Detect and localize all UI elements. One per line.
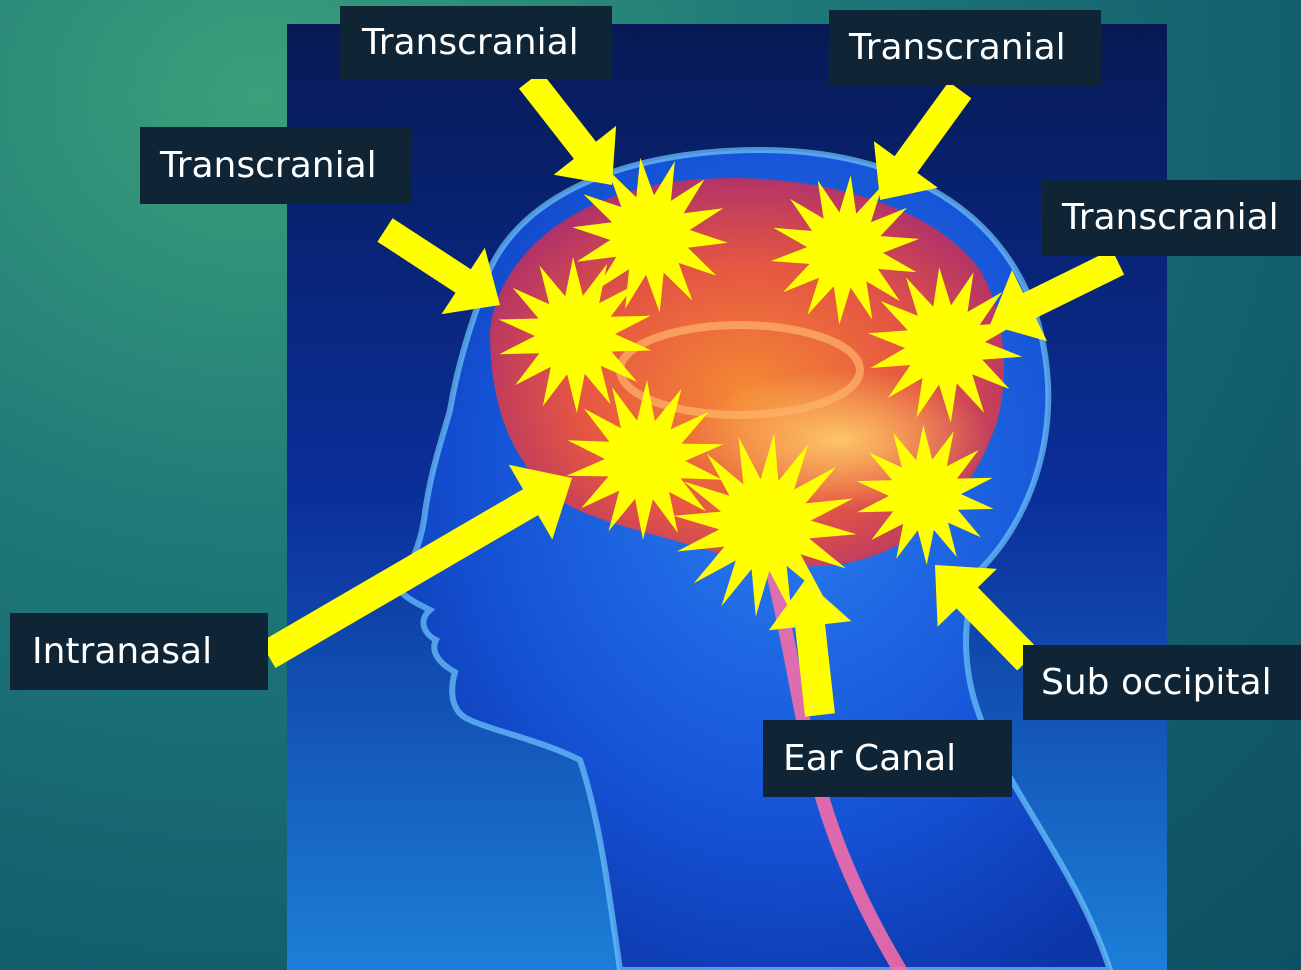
label-sub-occipital: Sub occipital <box>1023 645 1301 720</box>
label-transcranial-left: Transcranial <box>140 127 412 204</box>
label-transcranial-right: Transcranial <box>1042 180 1301 256</box>
label-transcranial-top-right: Transcranial <box>829 10 1101 85</box>
label-transcranial-top-left: Transcranial <box>340 6 612 79</box>
label-ear-canal: Ear Canal <box>763 720 1012 797</box>
label-intranasal: Intranasal <box>10 613 268 690</box>
